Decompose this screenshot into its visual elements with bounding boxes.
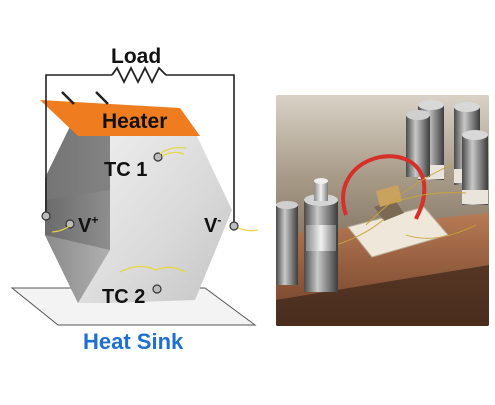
copper-edge <box>276 265 489 326</box>
load-wire-left <box>45 74 112 214</box>
vplus-terminal <box>41 211 51 221</box>
tc2-contact <box>152 284 162 294</box>
heater-label: Heater <box>102 110 167 133</box>
post-front-left <box>276 201 298 285</box>
post-front-center <box>304 178 338 292</box>
thermoelectric-diagram: Heater Load V+ V- TC 1 TC 2 Heat Sink <box>10 45 259 354</box>
tc1-wire-b <box>161 151 185 157</box>
vminus-thermocouple-wire <box>237 227 259 232</box>
tc2-wire <box>119 265 157 273</box>
tc1-contact <box>153 152 163 162</box>
vplus-label: V+ <box>78 213 98 237</box>
tc1-wire <box>159 146 187 155</box>
heater-slab <box>40 100 200 136</box>
device-photo <box>276 95 489 326</box>
gold-wires <box>335 164 477 246</box>
load-label: Load <box>111 45 161 68</box>
tc1-label: TC 1 <box>104 159 147 181</box>
red-wire <box>341 154 427 220</box>
heater-lead-right <box>95 91 109 105</box>
heat-sink-label: Heat Sink <box>83 329 184 354</box>
vplus-thermocouple-wire <box>51 225 71 233</box>
load-wire-right <box>166 74 235 224</box>
thermoelectric-block <box>45 110 232 303</box>
resistor-symbol <box>111 65 167 85</box>
vminus-label: V- <box>204 213 221 237</box>
block-front-face <box>78 110 232 303</box>
vminus-contact <box>229 221 239 231</box>
tc2-label: TC 2 <box>102 286 145 308</box>
vplus-contact <box>65 219 75 229</box>
post-mid-right <box>462 130 488 205</box>
tc2-wire-b <box>155 266 187 273</box>
heater-lead-left <box>61 91 75 105</box>
